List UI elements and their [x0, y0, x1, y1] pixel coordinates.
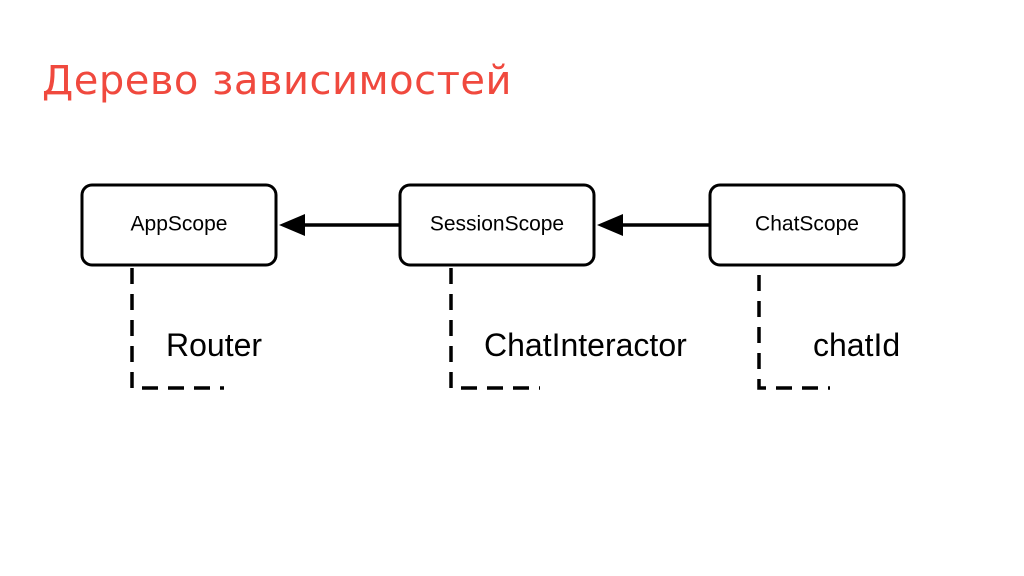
scope-box-chat: ChatScope — [708, 183, 906, 267]
dependency-connector-app — [130, 268, 224, 390]
edge-chat-to-session — [597, 214, 710, 236]
dependency-label-router: Router — [166, 327, 262, 363]
dependency-label-chatid: chatId — [813, 327, 900, 363]
dependency-label-chatinteractor: ChatInteractor — [484, 327, 687, 363]
scope-label-app: AppScope — [131, 213, 228, 236]
scope-label-chat: ChatScope — [755, 213, 859, 236]
scope-box-app: AppScope — [80, 183, 278, 267]
scope-box-session: SessionScope — [398, 183, 596, 267]
edge-session-to-app — [279, 214, 400, 236]
dependency-connector-session — [449, 268, 540, 390]
dependency-connector-chat — [757, 275, 830, 390]
page-title: Дерево зависимостей — [42, 58, 513, 104]
scope-label-session: SessionScope — [430, 213, 564, 236]
